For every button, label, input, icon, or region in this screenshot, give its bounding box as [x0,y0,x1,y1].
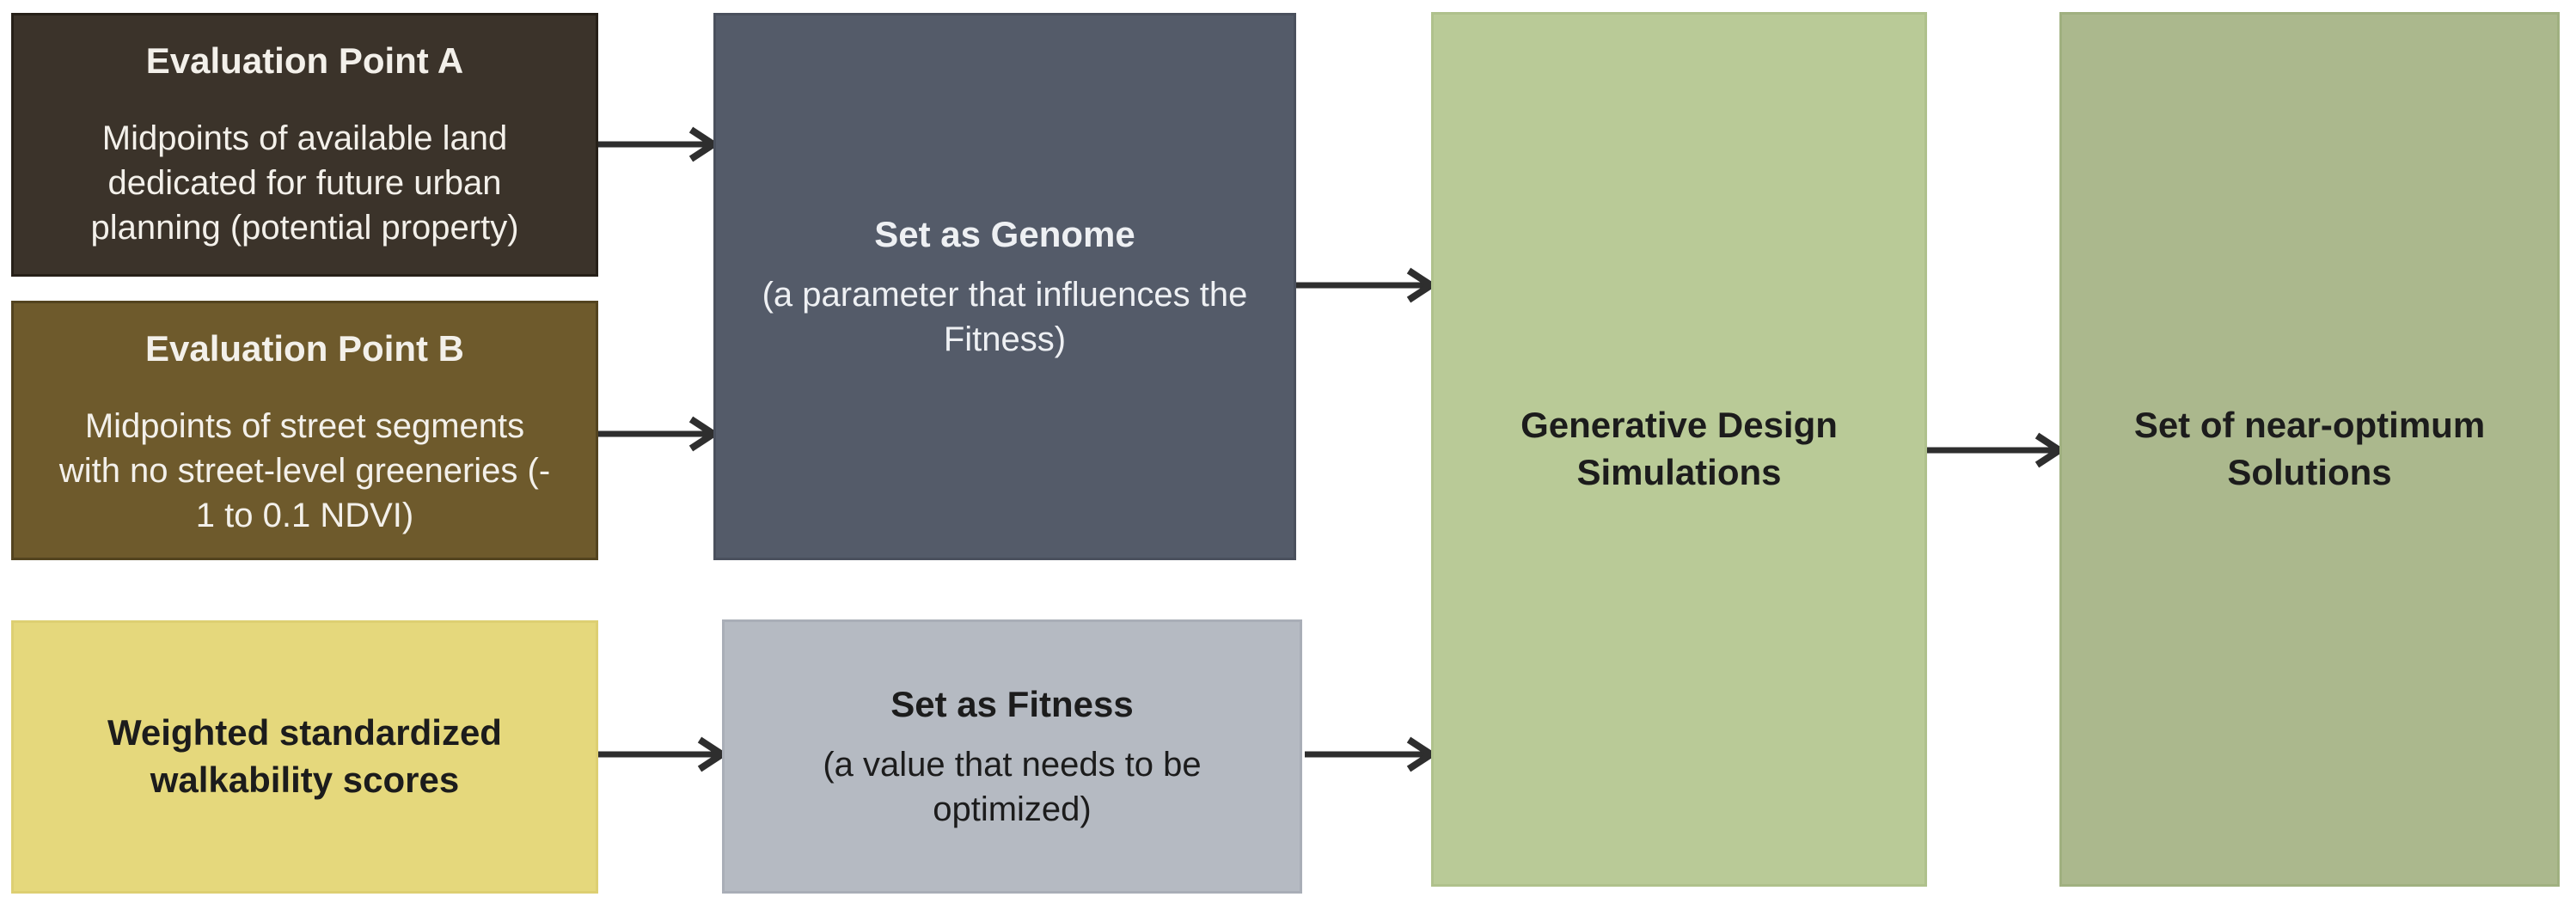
node-set-as-genome-title: Set as Genome [874,214,1135,255]
node-evaluation-point-a-title: Evaluation Point A [145,40,464,81]
node-evaluation-point-b-body: Midpoints of street segments with no str… [58,406,551,534]
node-set-as-fitness: Set as Fitness (a value that needs to be… [722,619,1302,894]
node-evaluation-point-a-body: Midpoints of available land dedicated fo… [90,119,519,247]
node-walkability-scores: Weighted standardized walkability scores [11,620,598,894]
node-set-as-genome-body: (a parameter that influences the Fitness… [762,275,1248,358]
node-near-optimum-solutions-title: Set of near-optimum Solutions [2133,405,2486,492]
node-evaluation-point-a: Evaluation Point A Midpoints of availabl… [11,13,598,277]
node-walkability-scores-title: Weighted standardized walkability scores [107,712,502,800]
node-near-optimum-solutions: Set of near-optimum Solutions [2059,12,2560,887]
node-set-as-genome: Set as Genome (a parameter that influenc… [713,13,1296,560]
arrow-set-as-fitness-to-generative-design-simulations [1305,736,1438,772]
node-generative-design-simulations: Generative Design Simulations [1431,12,1927,887]
arrow-set-as-genome-to-generative-design-simulations [1296,267,1438,303]
node-set-as-fitness-body: (a value that needs to be optimized) [823,745,1202,828]
arrow-evaluation-point-b-to-set-as-genome [598,416,720,452]
node-generative-design-simulations-title: Generative Design Simulations [1521,405,1838,492]
node-evaluation-point-b-title: Evaluation Point B [144,328,465,369]
arrow-evaluation-point-a-to-set-as-genome [598,126,720,162]
arrow-walkability-scores-to-set-as-fitness [598,736,729,772]
node-evaluation-point-b: Evaluation Point B Midpoints of street s… [11,301,598,560]
arrow-generative-design-simulations-to-near-optimum-solutions [1927,432,2066,468]
node-set-as-fitness-title: Set as Fitness [890,684,1134,725]
